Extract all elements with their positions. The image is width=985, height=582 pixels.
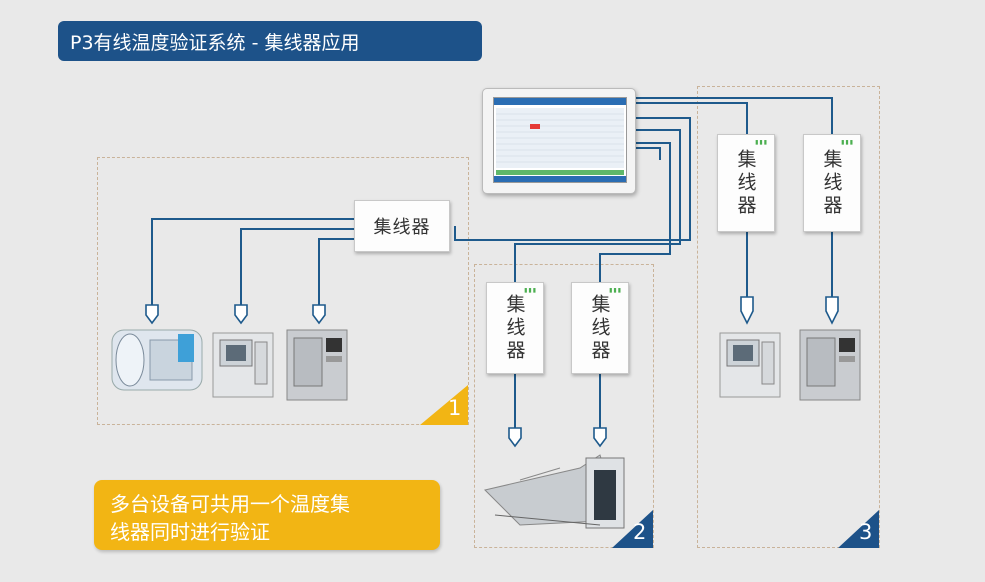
hub-label: 集线器: [373, 217, 431, 238]
probe-icon: [145, 304, 159, 325]
hub-label: 集线器: [588, 293, 611, 363]
wire-hub1-probe1: [151, 218, 358, 305]
probe-icon: [234, 304, 248, 325]
wire-tablet-hub1: [454, 117, 691, 241]
zone-1-badge: [420, 385, 468, 425]
wire-tablet-hub3a: [634, 102, 748, 134]
callout-line-2: 线器同时进行验证: [110, 520, 270, 544]
probe-icon: [740, 296, 754, 325]
probe-icon: [508, 427, 522, 448]
tablet-screen: [493, 97, 627, 183]
zone-3: [697, 86, 880, 548]
chamber-icon: [799, 329, 861, 401]
callout-line-1: 多台设备可共用一个温度集: [110, 492, 350, 516]
page-title: P3有线温度验证系统 - 集线器应用: [70, 31, 360, 54]
hub-zone-2b: ▮▮▮ 集线器: [571, 282, 629, 374]
wire-tablet-hub2a: [514, 129, 681, 282]
zone-2: [474, 264, 654, 548]
title-bar: P3有线温度验证系统 - 集线器应用: [58, 21, 482, 61]
wire-hub1-probe3: [318, 238, 358, 305]
zone-3-badge: [838, 510, 879, 548]
hub-zone-3b: ▮▮▮ 集线器: [803, 134, 861, 232]
zone-2-badge: [612, 510, 653, 548]
zone-1: [97, 157, 469, 425]
callout-box: 多台设备可共用一个温度集 线器同时进行验证: [94, 480, 440, 550]
hub-label: 集线器: [503, 293, 526, 363]
hub-zone-1: 集线器: [354, 200, 450, 252]
chamber-icon: [719, 332, 781, 398]
probe-icon: [312, 304, 326, 325]
tablet-display: [482, 88, 636, 194]
hub-label: 集线器: [734, 148, 757, 218]
probe-icon: [825, 296, 839, 325]
wire-hub1-probe2: [240, 228, 358, 305]
hub-label: 集线器: [820, 148, 843, 218]
tunnel-sterilizer-icon: [484, 454, 625, 529]
autoclave-icon: [111, 329, 203, 391]
hub-zone-3a: ▮▮▮ 集线器: [717, 134, 775, 232]
wire-tablet-hub2b: [599, 142, 671, 282]
chamber-icon: [212, 332, 274, 398]
wire-tablet-hub3b: [634, 97, 833, 134]
probe-icon: [593, 427, 607, 448]
chamber-icon: [286, 329, 348, 401]
hub-zone-2a: ▮▮▮ 集线器: [486, 282, 544, 374]
